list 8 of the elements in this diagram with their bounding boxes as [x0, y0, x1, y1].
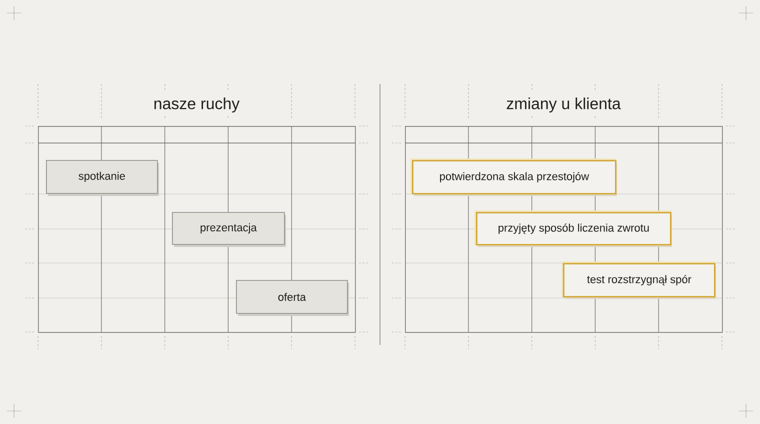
task-bar: potwierdzona skala przestojów: [410, 158, 617, 196]
task-bar: oferta: [236, 280, 349, 316]
panel-title: zmiany u klienta: [506, 98, 621, 112]
task-bar: test rozstrzygnął spór: [562, 262, 716, 299]
panel-title: nasze ruchy: [154, 98, 240, 112]
task-bar: prezentacja: [172, 212, 286, 247]
task-bar: przyjęty sposób liczenia zwrotu: [474, 210, 672, 247]
task-bar: spotkanie: [46, 160, 159, 196]
